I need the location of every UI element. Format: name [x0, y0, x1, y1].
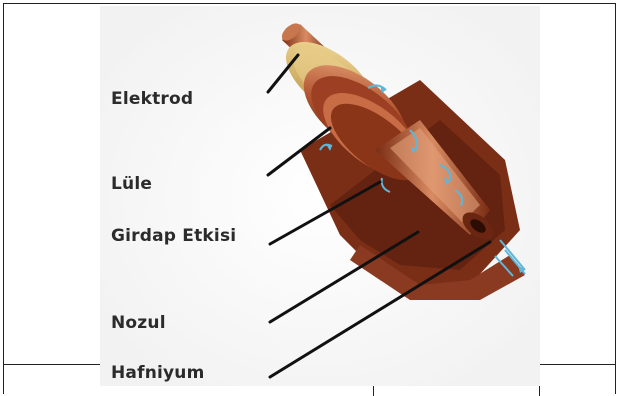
label-elektrod: Elektrod — [111, 89, 193, 109]
label-lule: Lüle — [111, 174, 152, 194]
label-girdap-etkisi: Girdap Etkisi — [111, 226, 236, 246]
label-nozul: Nozul — [111, 313, 166, 333]
label-hafniyum: Hafniyum — [111, 363, 205, 383]
